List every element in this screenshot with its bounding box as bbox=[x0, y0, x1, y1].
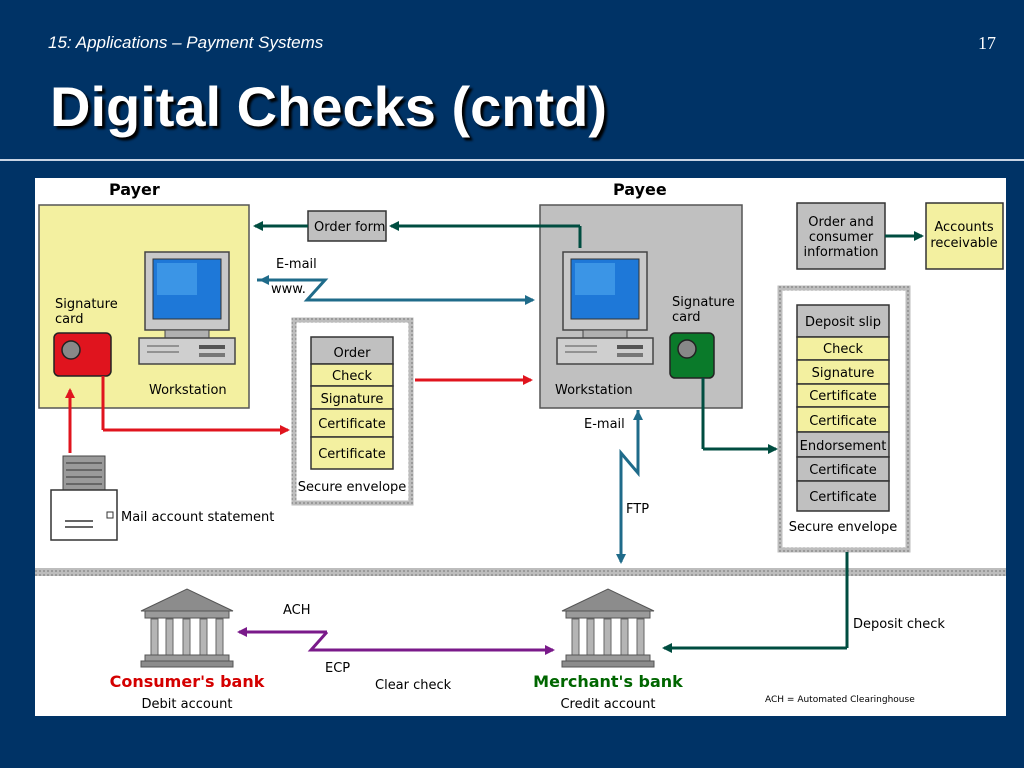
left-envelope-item: Certificate bbox=[318, 417, 386, 432]
payee-email-label: E-mail bbox=[584, 417, 625, 432]
order-info-line: consumer bbox=[809, 230, 874, 245]
ecp-label: ECP bbox=[325, 661, 350, 676]
left-envelope-item: Order bbox=[334, 346, 372, 361]
merchant-bank-name: Merchant's bank bbox=[533, 672, 683, 691]
order-form-label: Order form bbox=[314, 220, 385, 235]
accounts-receivable-line: receivable bbox=[930, 236, 997, 251]
payee-workstation-label: Workstation bbox=[555, 383, 633, 398]
slide-header: 15: Applications – Payment Systems bbox=[48, 33, 324, 52]
order-form-box bbox=[307, 210, 387, 242]
left-envelope-caption: Secure envelope bbox=[298, 480, 407, 495]
consumer-bank-icon bbox=[140, 588, 234, 668]
payer-workstation-label: Workstation bbox=[149, 383, 227, 398]
right-envelope-item: Endorsement bbox=[800, 439, 887, 454]
payer-signature-label-2: card bbox=[55, 312, 83, 327]
payer-title: Payer bbox=[109, 180, 160, 199]
ach-label: ACH bbox=[283, 603, 311, 618]
payee-title: Payee bbox=[613, 180, 667, 199]
right-envelope-item: Deposit slip bbox=[805, 315, 881, 330]
right-envelope-item: Certificate bbox=[809, 414, 877, 429]
consumer-bank-account: Debit account bbox=[142, 697, 233, 712]
deposit-check-label: Deposit check bbox=[853, 617, 945, 632]
left-envelope-item: Check bbox=[332, 369, 372, 384]
order-info-line: Order and bbox=[808, 215, 874, 230]
ftp-link-down bbox=[616, 410, 640, 564]
right-envelope-caption: Secure envelope bbox=[789, 520, 898, 535]
right-envelope-item: Certificate bbox=[809, 389, 877, 404]
payer-signature-card-icon bbox=[53, 332, 112, 377]
clear-check-arrow-right bbox=[307, 631, 555, 655]
payee-signature-label-1: Signature bbox=[672, 295, 735, 310]
accounts-receivable-line: Accounts bbox=[934, 220, 993, 235]
payee-workstation-icon bbox=[556, 251, 654, 365]
diagram-panel: Payer Workstation Signature card Payee W… bbox=[35, 178, 1006, 716]
slide-title: Digital Checks (cntd) bbox=[50, 75, 607, 138]
slide-number: 17 bbox=[978, 33, 996, 53]
order-info-box bbox=[796, 202, 886, 270]
ach-legend: ACH = Automated Clearinghouse bbox=[765, 695, 915, 705]
merchant-bank-icon bbox=[561, 588, 655, 668]
left-envelope-item: Signature bbox=[321, 392, 384, 407]
payer-signature-label-1: Signature bbox=[55, 297, 118, 312]
mail-envelope-icon bbox=[50, 489, 118, 541]
network-separator bbox=[35, 568, 1006, 576]
right-envelope-item: Signature bbox=[812, 366, 875, 381]
mail-statement-label: Mail account statement bbox=[121, 510, 274, 525]
printer-icon bbox=[62, 455, 106, 491]
left-envelope-item: Certificate bbox=[318, 447, 386, 462]
www-label: www. bbox=[271, 282, 306, 297]
merchant-bank-account: Credit account bbox=[560, 697, 655, 712]
ftp-label: FTP bbox=[626, 502, 649, 517]
clear-check-label: Clear check bbox=[375, 678, 452, 693]
payer-workstation-icon bbox=[138, 251, 236, 365]
right-envelope-item: Certificate bbox=[809, 463, 877, 478]
accounts-receivable-box bbox=[925, 202, 1004, 270]
payee-signature-card-icon bbox=[669, 332, 715, 379]
payee-signature-label-2: card bbox=[672, 310, 700, 325]
email-label: E-mail bbox=[276, 257, 317, 272]
right-envelope-item: Certificate bbox=[809, 490, 877, 505]
right-envelope-item: Check bbox=[823, 342, 863, 357]
digital-checks-diagram: Payer Workstation Signature card Payee W… bbox=[35, 180, 1006, 712]
order-info-line: information bbox=[803, 245, 878, 260]
consumer-bank-name: Consumer's bank bbox=[110, 672, 265, 691]
title-divider bbox=[0, 159, 1024, 161]
